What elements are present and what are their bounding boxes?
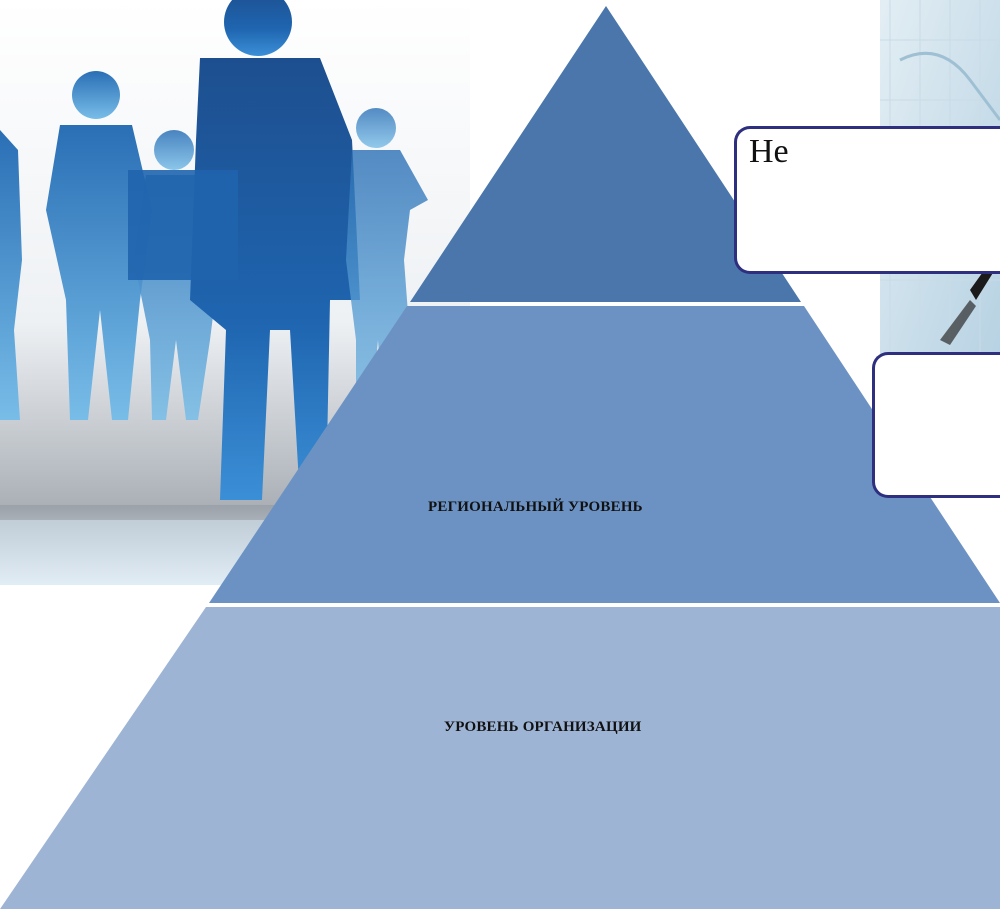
pyramid-level-organization xyxy=(0,607,1000,909)
pyramid-level-regional xyxy=(209,306,1000,603)
organization-level-label: УРОВЕНЬ ОРГАНИЗАЦИИ xyxy=(444,719,642,735)
callout-box-middle xyxy=(872,352,1000,498)
callout-box-top: Не xyxy=(734,126,1000,274)
regional-level-label: РЕГИОНАЛЬНЫЙ УРОВЕНЬ xyxy=(428,499,643,515)
pyramid-level-top xyxy=(410,6,801,302)
callout-top-text: Не xyxy=(749,133,789,170)
